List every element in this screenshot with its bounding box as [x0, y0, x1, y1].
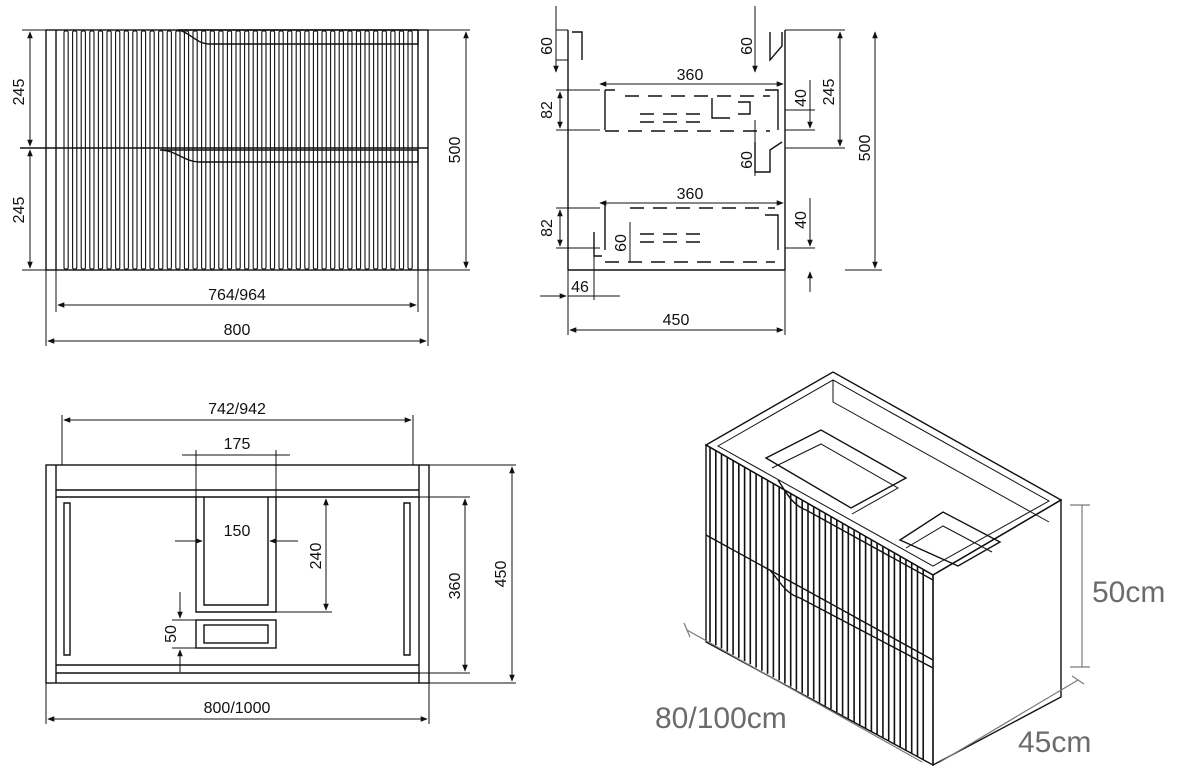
side-offset-upper-label: 40	[793, 89, 810, 107]
slat	[106, 30, 112, 270]
top-inner-width-label: 742/942	[208, 401, 266, 418]
side-section-view: 60 60 360 82 40 60 245 500 360 82 60	[539, 6, 882, 335]
slat	[115, 30, 121, 270]
lower-drawer-frame	[604, 205, 779, 250]
front-inner-width-label: 764/964	[208, 287, 266, 304]
side-drawer-depth-lower-label: 360	[677, 186, 704, 203]
side-drawer-height-lower-label: 82	[539, 219, 556, 237]
persp-depth-label: 45cm	[1018, 726, 1091, 759]
mid-rail-front	[754, 141, 783, 173]
lower-drawer-box-floor	[905, 525, 993, 553]
top-total-width-label: 800/1000	[204, 700, 271, 717]
cabinet-side-face	[932, 498, 1062, 767]
top-cutout-depth-label: 240	[308, 543, 325, 570]
top-outline	[45, 464, 430, 684]
upper-drawer-slide	[711, 98, 751, 119]
persp-drawer-split	[705, 534, 934, 661]
slat	[89, 30, 95, 270]
tick	[1071, 675, 1085, 685]
upper-handle-recess	[177, 29, 419, 45]
front-view: 245 245 500 764/964 800	[11, 29, 470, 346]
slat	[140, 30, 147, 270]
slat	[97, 30, 104, 270]
persp-lower-handle	[769, 569, 934, 669]
front-lower-height-label: 245	[11, 197, 28, 224]
upper-drawer-box	[764, 429, 908, 509]
top-total-depth-label: 450	[493, 561, 510, 588]
top-inner-depth-label: 360	[447, 573, 464, 600]
tick	[683, 622, 691, 638]
lower-handle-recess	[159, 149, 419, 163]
top-cutout-outer-label: 175	[224, 436, 251, 453]
side-top-gap-left-label: 60	[539, 37, 556, 55]
side-front-offset-label: 46	[571, 279, 589, 296]
side-drawer-depth-upper-label: 360	[677, 67, 704, 84]
side-top-gap-right-label: 60	[739, 37, 756, 55]
cabinet-top-rim	[704, 371, 1063, 576]
drawer-runners	[63, 502, 411, 656]
side-rail-gap-label: 60	[739, 151, 756, 169]
front-total-height-label: 500	[447, 137, 464, 164]
persp-width-label: 80/100cm	[655, 702, 787, 735]
top-rail-back	[572, 31, 583, 60]
slat	[63, 30, 69, 270]
perspective-view: 50cm 80/100cm 45cm	[655, 371, 1165, 767]
top-cutout-inner-label: 150	[224, 523, 251, 540]
back-panel-inner	[832, 380, 1050, 523]
slat	[72, 30, 78, 270]
side-offset-lower-label: 40	[793, 211, 810, 229]
top-rail-front	[769, 32, 783, 62]
side-upper-height-label: 245	[821, 79, 838, 106]
dim-line-persp-width	[686, 629, 923, 763]
front-total-width-label: 800	[224, 322, 251, 339]
front-upper-height-label: 245	[11, 79, 28, 106]
persp-upper-handle	[777, 479, 934, 581]
small-box	[195, 619, 277, 649]
dim-line-persp-depth	[939, 679, 1079, 763]
side-total-height-label: 500	[857, 135, 874, 162]
lower-drawer-box	[898, 511, 1002, 567]
slat	[80, 30, 86, 270]
top-small-box-label: 50	[163, 625, 180, 643]
slat	[132, 30, 138, 270]
side-inner-small-label: 60	[613, 234, 630, 252]
slat	[123, 30, 129, 270]
upper-drawer-box-floor	[771, 443, 900, 515]
small-box-inner	[203, 624, 269, 644]
top-view: 742/942 175 150 240 50 360 450 800/1000	[45, 401, 516, 724]
side-drawer-height-upper-label: 82	[539, 101, 556, 119]
plumbing-cutout	[195, 497, 277, 613]
slat	[149, 30, 155, 270]
side-depth-label: 450	[663, 312, 690, 329]
lower-drawer-back-clip	[593, 232, 602, 257]
upper-drawer-frame	[604, 89, 779, 130]
cabinet-top-inner	[716, 379, 1051, 567]
persp-height-label: 50cm	[1092, 576, 1165, 609]
